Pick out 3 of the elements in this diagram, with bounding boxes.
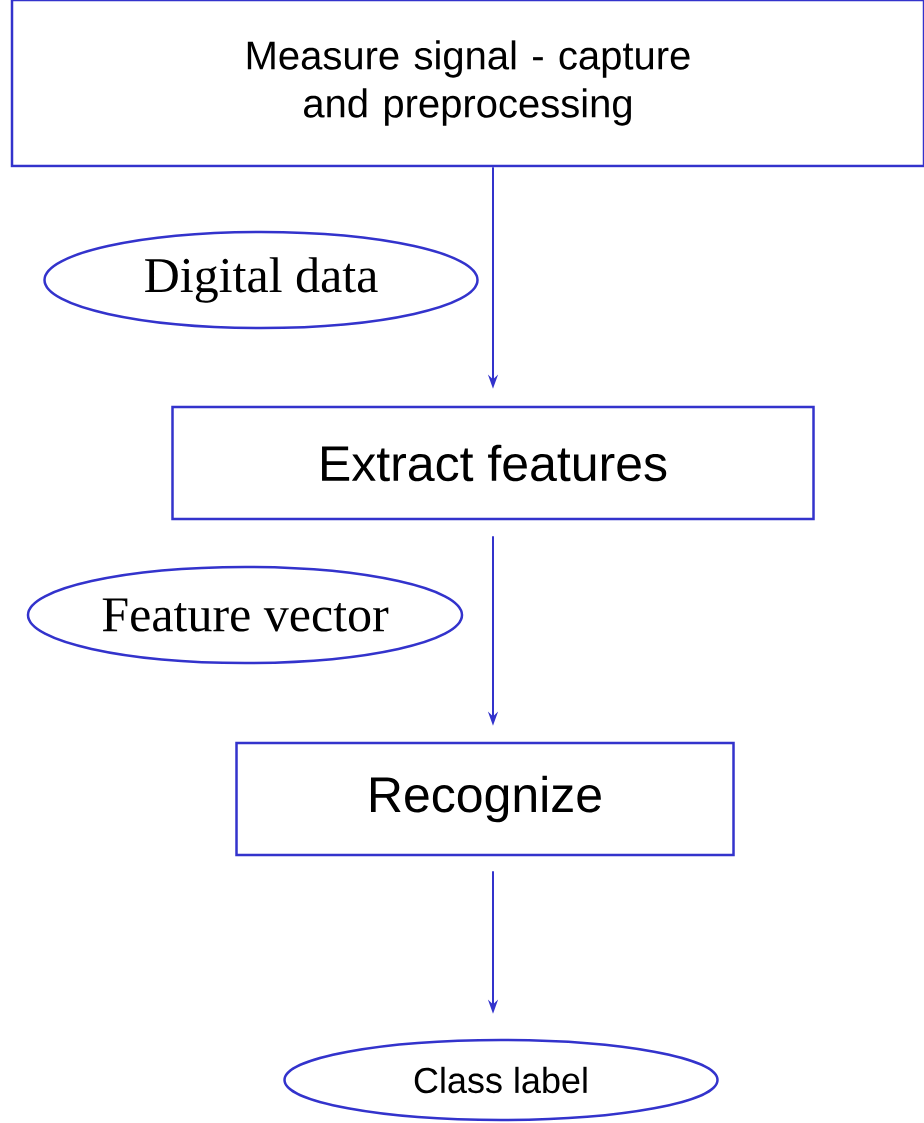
process-box: Extract features: [171, 405, 815, 521]
process-box: Measure signal - capture and preprocessing: [10, 0, 924, 168]
process-box: Recognize: [235, 741, 735, 857]
